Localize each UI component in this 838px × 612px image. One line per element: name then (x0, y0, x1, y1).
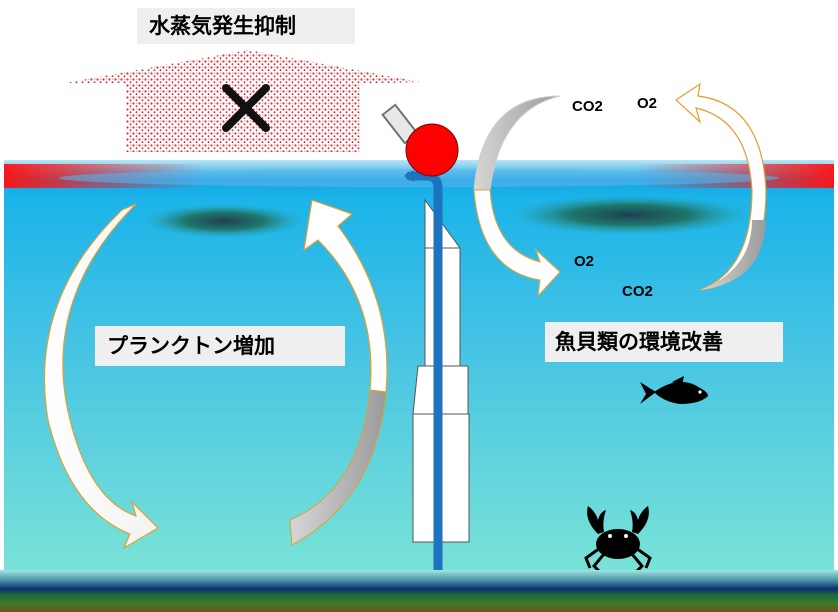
environment-improvement-label: 魚貝類の環境改善 (545, 322, 783, 362)
float-buoy (381, 103, 459, 177)
seabed (0, 570, 838, 612)
plankton-cloud-right (510, 195, 750, 235)
blue-pipe (405, 171, 443, 575)
arrow-left-down (43, 203, 159, 550)
vapor-suppression-label: 水蒸気発生抑制 (137, 8, 355, 44)
co2-label-top: CO2 (572, 98, 603, 115)
plankton-cloud-left (144, 204, 304, 238)
crab-icon (584, 506, 652, 574)
cross-icon (222, 84, 270, 132)
arrow-right-up-gray (700, 220, 766, 290)
arrow-left-up-white (303, 199, 388, 393)
co2-label-bottom: CO2 (622, 283, 653, 300)
plankton-increase-label: プランクトン増加 (95, 326, 345, 366)
fish-icon (640, 376, 708, 404)
o2-label-top: O2 (637, 95, 658, 112)
arrow-right-down-white (473, 189, 561, 298)
pipe-outlet (404, 170, 414, 182)
o2-label-bottom: O2 (574, 253, 595, 270)
